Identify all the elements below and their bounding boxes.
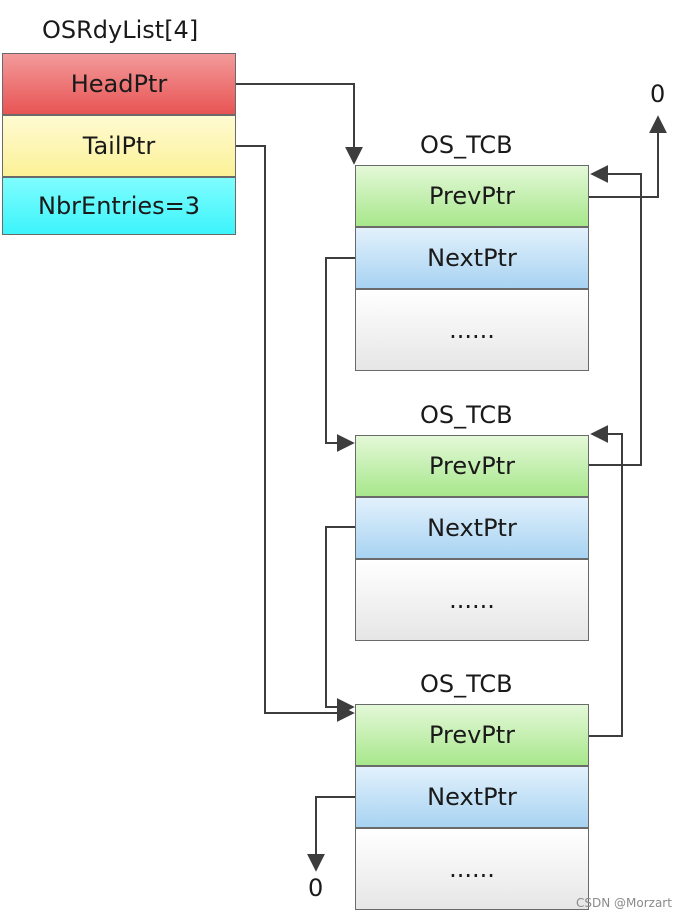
tcb1-more-field: ...... <box>355 289 589 371</box>
tcb2-title: OS_TCB <box>420 401 513 429</box>
tcb1-next-arrow <box>325 257 355 452</box>
watermark: CSDN @Morzart <box>576 896 672 910</box>
tcb2-prevptr-field: PrevPtr <box>355 435 589 497</box>
tcb3-prev-arrow <box>589 425 623 737</box>
tailptr-arrow <box>236 145 355 722</box>
null-top-label: 0 <box>650 80 666 108</box>
headptr-arrow <box>236 83 363 165</box>
tcb3-title: OS_TCB <box>420 670 513 698</box>
tcb1-nextptr-field: NextPtr <box>355 227 589 289</box>
tcb3-more-field: ...... <box>355 828 589 910</box>
head-ptr-field: HeadPtr <box>2 53 236 115</box>
tcb1-prevptr-field: PrevPtr <box>355 165 589 227</box>
null-bottom-label: 0 <box>308 874 324 902</box>
tcb2-prev-arrow <box>589 165 642 466</box>
tcb2-next-arrow <box>325 526 355 716</box>
list-title: OSRdyList[4] <box>42 16 199 44</box>
tcb3-next-null-arrow <box>307 796 355 872</box>
tcb2-nextptr-field: NextPtr <box>355 497 589 559</box>
tcb2-more-field: ...... <box>355 559 589 641</box>
nbr-entries-field: NbrEntries=3 <box>2 177 236 235</box>
tcb1-prev-null-arrow <box>589 115 667 198</box>
tcb1-title: OS_TCB <box>420 131 513 159</box>
tcb3-nextptr-field: NextPtr <box>355 766 589 828</box>
tcb3-prevptr-field: PrevPtr <box>355 704 589 766</box>
tail-ptr-field: TailPtr <box>2 115 236 177</box>
